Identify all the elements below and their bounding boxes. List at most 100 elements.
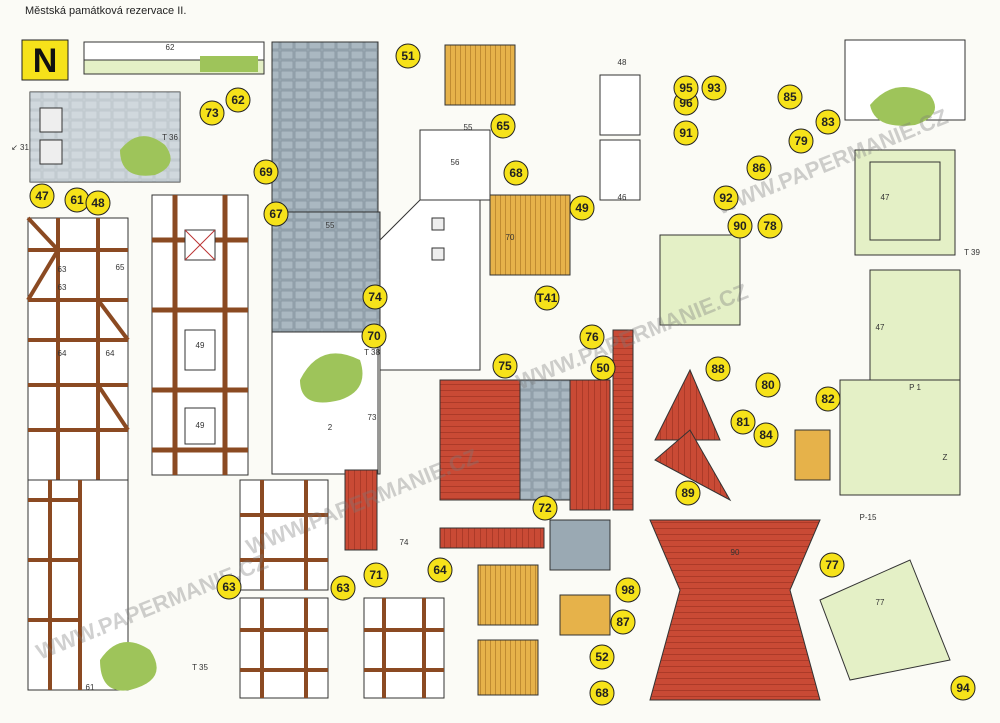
roof-gables — [654, 368, 732, 502]
roof-central — [439, 329, 634, 571]
badge-circle — [29, 183, 55, 209]
badge-label: 61 — [70, 193, 84, 207]
dimension-label: 73 — [368, 413, 377, 422]
sheet-letter-badge: N — [21, 39, 69, 81]
part-number-badge: 91 — [673, 120, 699, 146]
badge-circle — [777, 84, 803, 110]
badge-circle — [746, 155, 772, 181]
part-number-badge: 64 — [427, 557, 453, 583]
part-number-badge: 73 — [199, 100, 225, 126]
dimension-label: 47 — [881, 193, 890, 202]
dimension-label: 56 — [451, 158, 460, 167]
dimension-label: 63 — [58, 283, 67, 292]
badge-label: 74 — [368, 290, 382, 304]
badge-label: 71 — [369, 568, 383, 582]
part-number-badge: 51 — [395, 43, 421, 69]
part-number-badge: 90 — [727, 213, 753, 239]
part-number-badge: 84 — [753, 422, 779, 448]
dimension-label: 74 — [400, 538, 409, 547]
dimension-label: 47 — [876, 323, 885, 332]
badge-label: 68 — [595, 686, 609, 700]
part-number-badge: 61 — [64, 187, 90, 213]
part-number-badge: 68 — [589, 680, 615, 706]
part-number-badge: 65 — [490, 113, 516, 139]
part-number-badge: 47 — [29, 183, 55, 209]
part-number-badge: 82 — [815, 386, 841, 412]
part-number-badge: 95 — [673, 75, 699, 101]
white-house-parts — [379, 74, 641, 371]
part-number-badge: 79 — [788, 128, 814, 154]
ground-panel-part — [29, 91, 181, 183]
badge-circle — [590, 355, 616, 381]
badge-label: 75 — [498, 359, 512, 373]
dimension-label: 77 — [876, 598, 885, 607]
badge-circle — [263, 201, 289, 227]
badge-circle — [225, 87, 251, 113]
roof-large — [649, 519, 821, 701]
badge-circle — [950, 675, 976, 701]
badge-circle — [253, 159, 279, 185]
part-number-badge: 75 — [492, 353, 518, 379]
badge-circle — [701, 75, 727, 101]
badge-label: 78 — [763, 219, 777, 233]
badge-circle — [216, 574, 242, 600]
badge-circle — [579, 324, 605, 350]
badge-label: T41 — [537, 291, 558, 305]
dimension-label: 49 — [196, 421, 205, 430]
part-number-badge: 83 — [815, 109, 841, 135]
part-number-badge: 81 — [730, 409, 756, 435]
badge-circle — [569, 195, 595, 221]
badge-label: 87 — [616, 615, 630, 629]
badge-circle — [589, 680, 615, 706]
badge-circle — [395, 43, 421, 69]
dimension-label: 46 — [618, 193, 627, 202]
badge-circle — [199, 100, 225, 126]
dimension-label: 64 — [58, 349, 67, 358]
badge-label: 68 — [509, 166, 523, 180]
badge-label: 81 — [736, 415, 750, 429]
badge-circle — [713, 185, 739, 211]
badge-circle — [755, 372, 781, 398]
badge-label: 85 — [783, 90, 797, 104]
badge-label: 79 — [794, 134, 808, 148]
badge-circle — [673, 75, 699, 101]
part-number-badge: 78 — [757, 213, 783, 239]
badge-circle — [534, 285, 560, 311]
part-number-badge: 72 — [532, 495, 558, 521]
badge-label: 92 — [719, 191, 733, 205]
badge-circle — [815, 109, 841, 135]
dimension-label: T 38 — [364, 348, 380, 357]
badge-label: 63 — [336, 581, 350, 595]
badge-circle — [85, 190, 111, 216]
badge-label: 62 — [231, 93, 245, 107]
badge-label: 72 — [538, 501, 552, 515]
badge-label: 49 — [575, 201, 589, 215]
part-number-badge: 48 — [85, 190, 111, 216]
part-number-badge: 93 — [701, 75, 727, 101]
part-number-badge: 52 — [589, 644, 615, 670]
badge-label: 76 — [585, 330, 599, 344]
badge-circle — [589, 644, 615, 670]
badge-label: 65 — [496, 119, 510, 133]
dimension-label: P-15 — [860, 513, 877, 522]
badge-label: 90 — [733, 219, 747, 233]
badge-circle — [330, 575, 356, 601]
top-strip-part — [83, 41, 265, 75]
street-panel-part — [271, 41, 381, 475]
timber-facade-bottom — [239, 479, 445, 699]
part-number-badge: 63 — [216, 574, 242, 600]
badge-label: 95 — [679, 81, 693, 95]
badge-label: 70 — [367, 329, 381, 343]
badge-label: 51 — [401, 49, 415, 63]
part-number-badge: 89 — [675, 480, 701, 506]
dimension-label: 55 — [464, 123, 473, 132]
part-number-badge: 77 — [819, 552, 845, 578]
badge-circle — [727, 213, 753, 239]
badge-circle — [673, 120, 699, 146]
badge-circle — [363, 562, 389, 588]
timber-facade-left — [26, 216, 157, 691]
part-number-badge: 63 — [330, 575, 356, 601]
part-number-badge: 76 — [579, 324, 605, 350]
part-number-badge: 69 — [253, 159, 279, 185]
